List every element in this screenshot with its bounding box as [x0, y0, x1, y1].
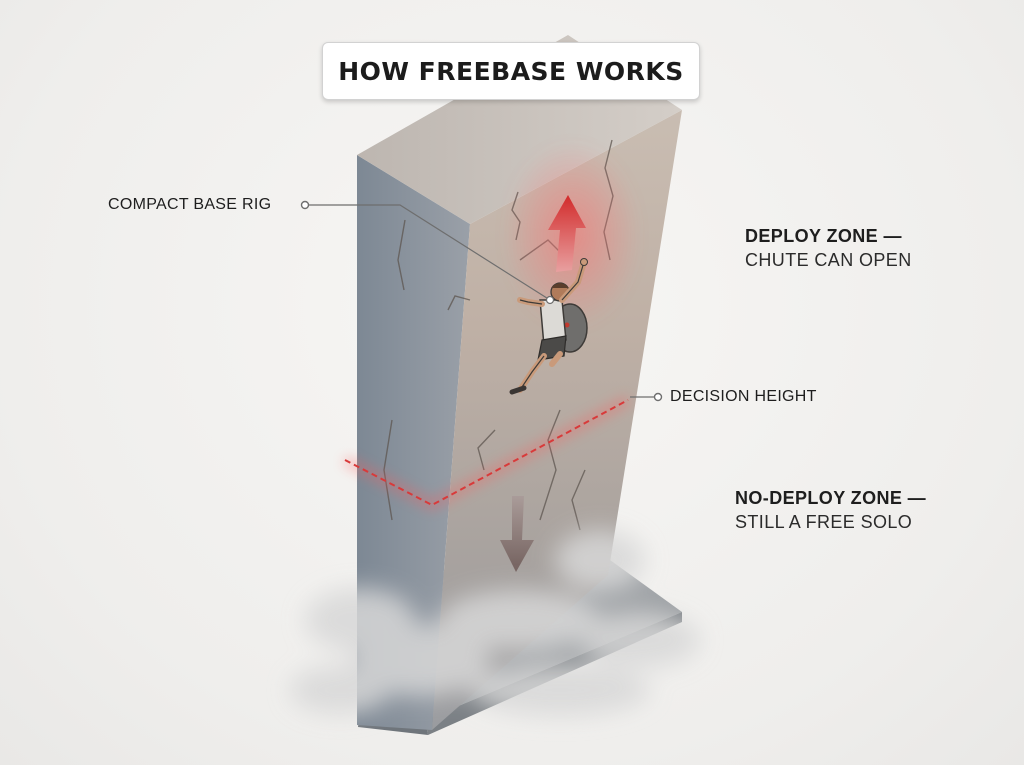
decision-leader-line [630, 392, 663, 402]
arrow-down-icon [500, 496, 534, 572]
no-deploy-zone-title: NO-DEPLOY ZONE — [735, 488, 927, 508]
deploy-zone-title: DEPLOY ZONE — [745, 226, 902, 246]
decision-height-line [342, 395, 631, 511]
rig-leader-line [300, 200, 555, 305]
deploy-zone-desc: CHUTE CAN OPEN [745, 250, 912, 270]
callout-decision-height: DECISION HEIGHT [670, 388, 817, 405]
no-deploy-zone-label: NO-DEPLOY ZONE — STILL A FREE SOLO [735, 486, 926, 534]
mist-clouds [290, 530, 700, 716]
deploy-zone-label: DEPLOY ZONE — CHUTE CAN OPEN [745, 224, 912, 272]
diagram-title: HOW FREEBASE WORKS [338, 56, 684, 86]
climber-figure [509, 258, 588, 395]
arrow-up-icon [548, 195, 586, 272]
callout-compact-base-rig: COMPACT BASE RIG [108, 196, 272, 213]
rock-side-face [357, 155, 470, 730]
title-box: HOW FREEBASE WORKS [322, 42, 700, 100]
no-deploy-zone-desc: STILL A FREE SOLO [735, 512, 913, 532]
